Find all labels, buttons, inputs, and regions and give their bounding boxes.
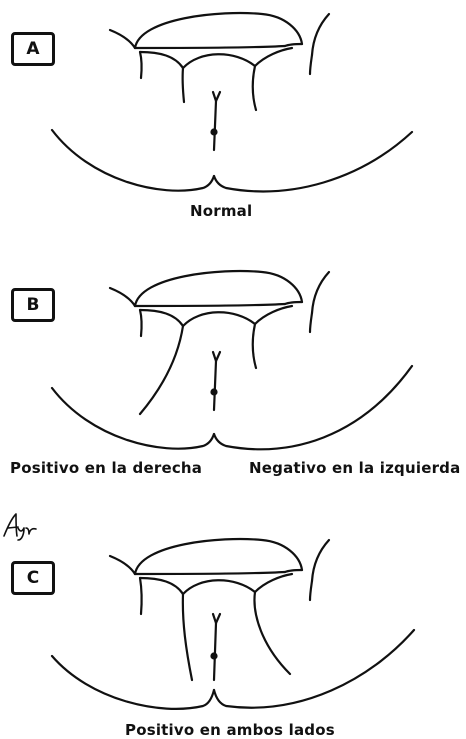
buttock-drawing-a [0, 0, 466, 230]
panel-a: A Normal [0, 0, 466, 230]
caption-positive-right: Positivo en la derecha [10, 459, 202, 477]
panel-c: C Positivo e [0, 510, 466, 739]
panel-b: B Positivo en la derecha Negativo en la … [0, 258, 466, 488]
buttock-drawing-b [0, 258, 466, 488]
caption-negative-left: Negativo en la izquierda [249, 459, 460, 477]
caption-positive-both: Positivo en ambos lados [125, 721, 335, 739]
buttock-drawing-c [0, 510, 466, 739]
artist-signature [0, 510, 46, 542]
caption-normal: Normal [190, 202, 252, 220]
